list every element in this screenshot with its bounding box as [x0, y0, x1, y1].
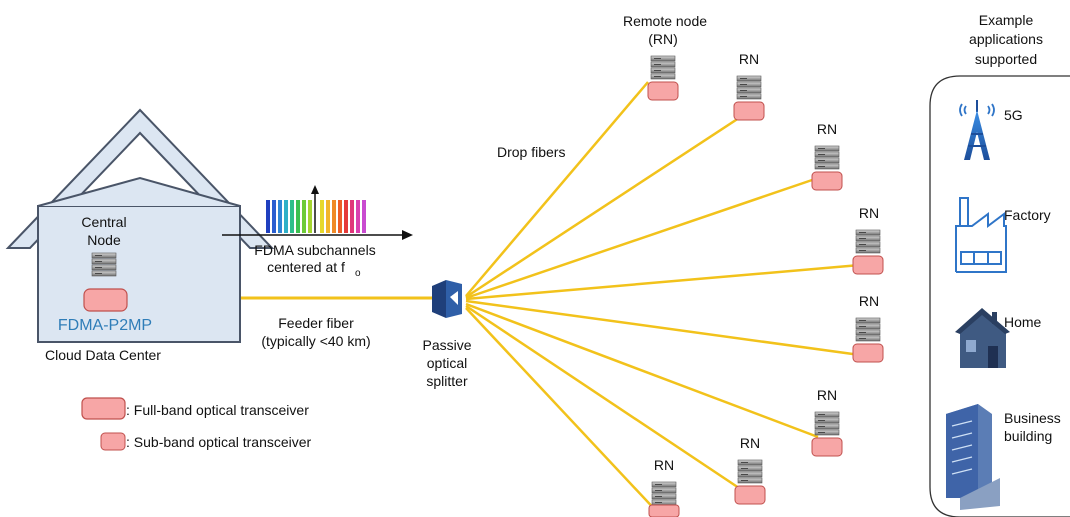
- sub-band-transceiver: [852, 343, 884, 363]
- rn-label: RN: [817, 387, 837, 403]
- server-icon: [650, 55, 676, 80]
- splitter-label-line1: Passive: [422, 337, 471, 353]
- remote-node-title-line2: (RN): [648, 31, 678, 47]
- central-node-label-line2: Node: [87, 232, 121, 248]
- rn-label: RN: [654, 457, 674, 473]
- factory-icon: [955, 197, 1007, 273]
- sub-band-transceiver: [811, 437, 843, 457]
- server-icon: [814, 145, 840, 170]
- rn-label: RN: [859, 205, 879, 221]
- drop-fiber-6: [465, 302, 819, 439]
- sub-band-transceiver: [647, 81, 679, 101]
- splitter-label-line2: optical: [427, 355, 467, 371]
- cell-tower-icon: [959, 100, 995, 160]
- remote-node-3: RN: [811, 121, 843, 191]
- drop-fibers-label: Drop fibers: [497, 144, 565, 160]
- splitter-label-line3: splitter: [426, 373, 468, 389]
- spectrum-label-line2: centered at f: [267, 259, 345, 275]
- drop-fiber-4: [465, 263, 861, 301]
- sub-band-transceiver: [734, 485, 766, 505]
- drop-fiber-3: [465, 176, 819, 300]
- sub-band-transceiver: [733, 101, 765, 121]
- drop-fiber-5: [465, 299, 861, 357]
- drop-fiber-7: [465, 304, 746, 494]
- remote-node-4: RN: [852, 205, 884, 275]
- server-icon: [855, 229, 881, 254]
- central-full-band-transceiver: [83, 288, 128, 312]
- feeder-fiber-label-line2: (typically <40 km): [261, 333, 370, 349]
- drop-fiber-2: [465, 114, 743, 299]
- remote-node-7: RN: [734, 435, 766, 505]
- fdma-subchannel-spectrum: [222, 185, 413, 240]
- remote-node-5: RN: [852, 293, 884, 363]
- fdma-p2mp-label: FDMA-P2MP: [58, 317, 152, 334]
- drop-fiber-8: [465, 307, 661, 516]
- remote-node-8: RN: [648, 457, 680, 517]
- legend-full-band-swatch: [81, 397, 126, 420]
- rn-label: RN: [739, 51, 759, 67]
- cloud-data-center-label: Cloud Data Center: [45, 347, 161, 363]
- sub-band-transceiver: [852, 255, 884, 275]
- remote-node-6: RN: [811, 387, 843, 457]
- legend-sub-band-label: : Sub-band optical transceiver: [126, 434, 312, 450]
- server-icon: [855, 317, 881, 342]
- spectrum-label-line1: FDMA subchannels: [254, 242, 375, 258]
- app-label-home: Home: [1004, 314, 1042, 330]
- spectrum-label-subscript: o: [355, 268, 361, 279]
- applications-panel: [929, 75, 1070, 517]
- legend-full-band-label: : Full-band optical transceiver: [126, 402, 309, 418]
- app-label-business-line2: building: [1004, 428, 1052, 444]
- app-label-5g: 5G: [1004, 107, 1023, 123]
- rn-label: RN: [740, 435, 760, 451]
- cloud-data-center-house: [5, 108, 275, 343]
- sub-band-transceiver: [811, 171, 843, 191]
- server-icon: [814, 411, 840, 436]
- legend-sub-band-swatch: [100, 432, 126, 451]
- remote-node-2: RN: [733, 51, 765, 121]
- apps-header-line3: supported: [975, 51, 1037, 67]
- home-icon: [955, 308, 1010, 368]
- rn-label: RN: [859, 293, 879, 309]
- drop-fiber-1: [465, 81, 649, 297]
- remote-node-title-line1: Remote node: [623, 13, 707, 29]
- app-label-business-line1: Business: [1004, 410, 1061, 426]
- rn-label: RN: [817, 121, 837, 137]
- sub-band-transceiver: [648, 504, 680, 517]
- server-icon: [651, 481, 677, 506]
- server-icon: [736, 75, 762, 100]
- central-node-label-line1: Central: [81, 214, 126, 230]
- apps-header-line2: applications: [969, 31, 1043, 47]
- legend: : Full-band optical transceiver : Sub-ba…: [81, 397, 312, 451]
- passive-splitter-icon: [432, 280, 462, 318]
- apps-header-line1: Example: [979, 12, 1034, 28]
- feeder-fiber-label-line1: Feeder fiber: [278, 315, 354, 331]
- server-icon: [737, 459, 763, 484]
- drop-fibers: [465, 81, 861, 516]
- remote-node-1: Remote node (RN): [623, 13, 707, 101]
- office-building-icon: [946, 404, 1000, 510]
- app-label-factory: Factory: [1004, 207, 1051, 223]
